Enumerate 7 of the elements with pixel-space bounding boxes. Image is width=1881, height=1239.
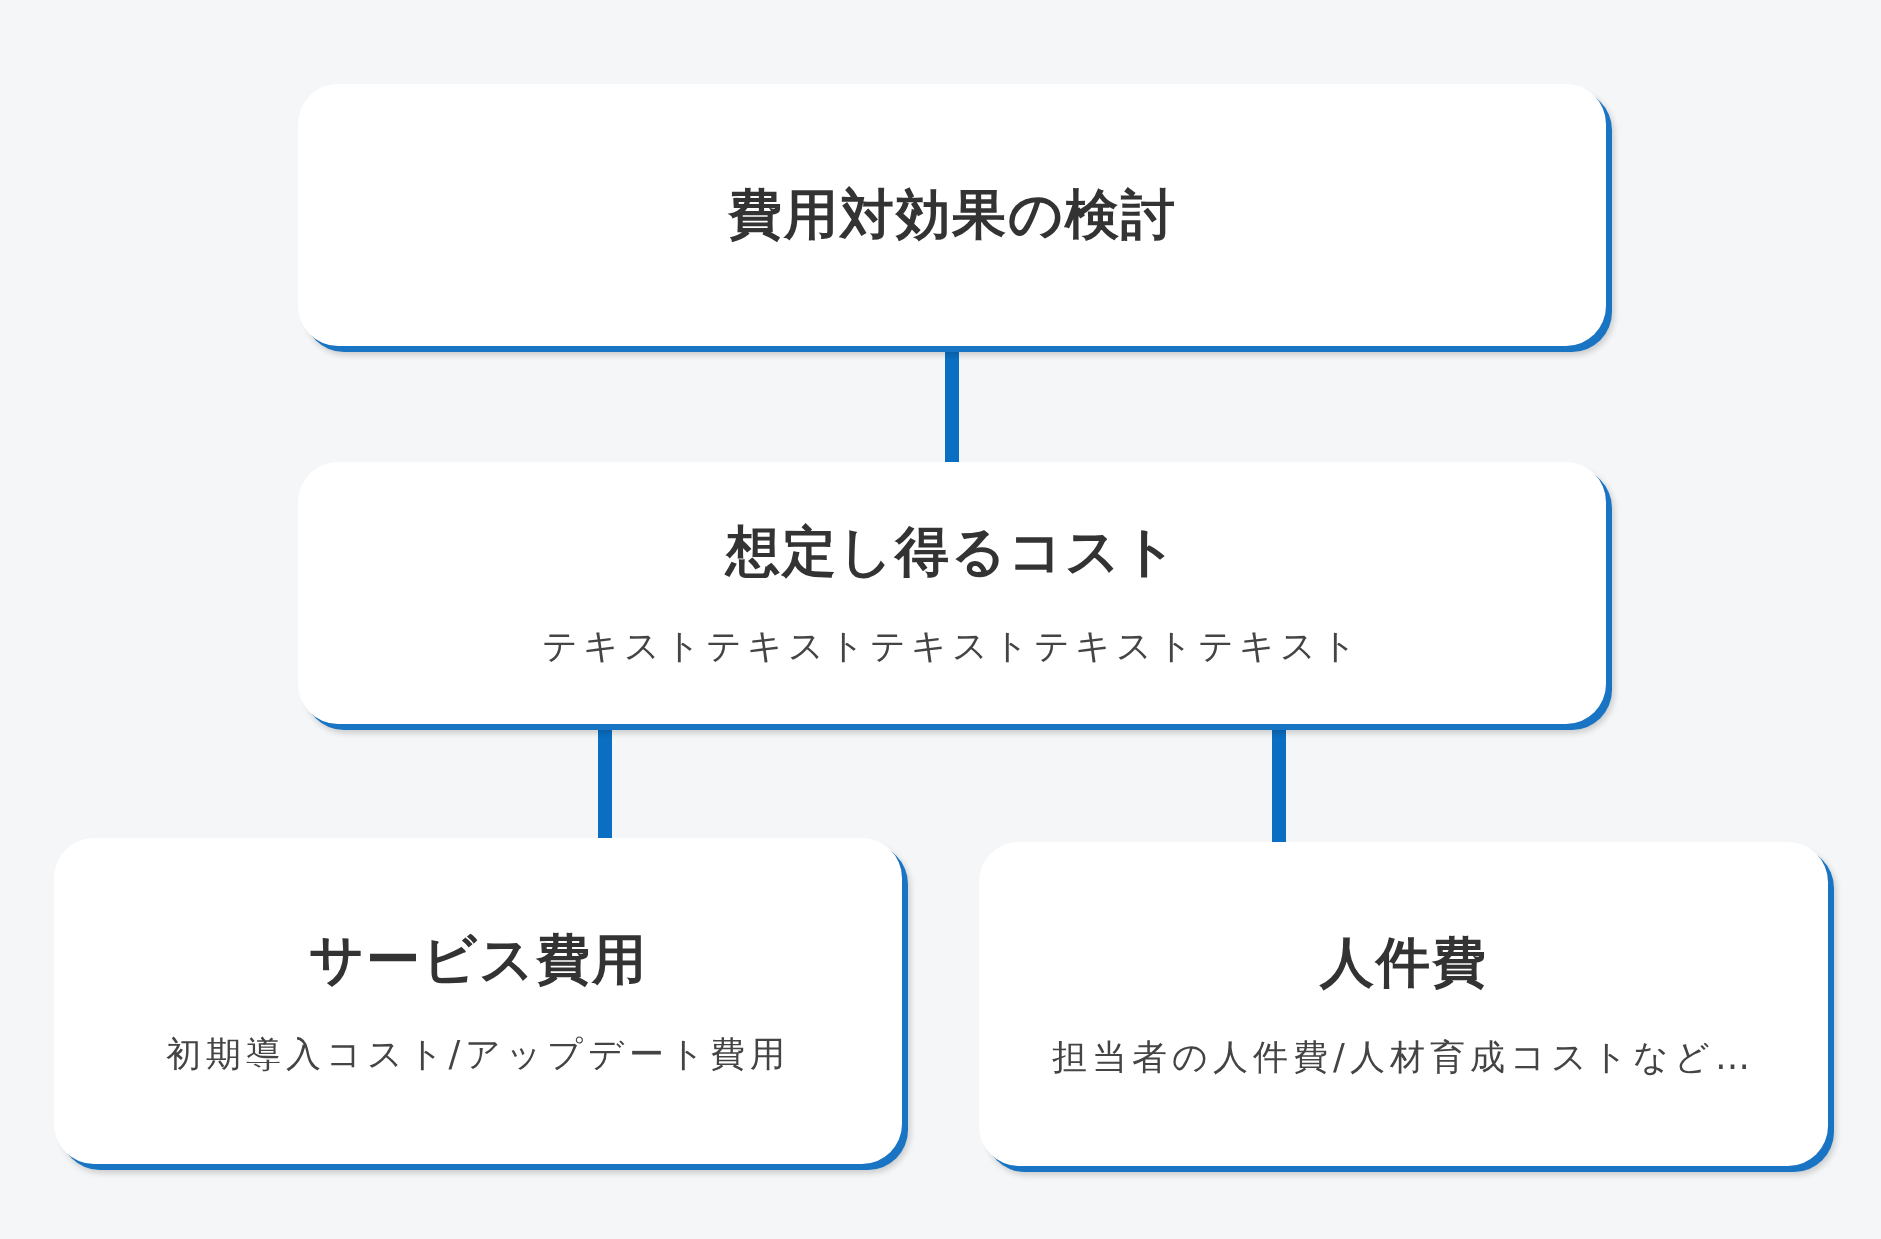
box-heading: 想定し得るコスト <box>725 519 1179 585</box>
box-heading: サービス費用 <box>308 927 648 993</box>
box-heading: 費用対効果の検討 <box>727 181 1177 248</box>
box-description: 担当者の人件費/人材育成コストなど… <box>1052 1036 1755 1079</box>
box-description: 初期導入コスト/アップデート費用 <box>165 1033 791 1076</box>
box-description: テキストテキストテキストテキストテキスト <box>542 625 1362 668</box>
box-heading: 人件費 <box>1319 930 1488 996</box>
